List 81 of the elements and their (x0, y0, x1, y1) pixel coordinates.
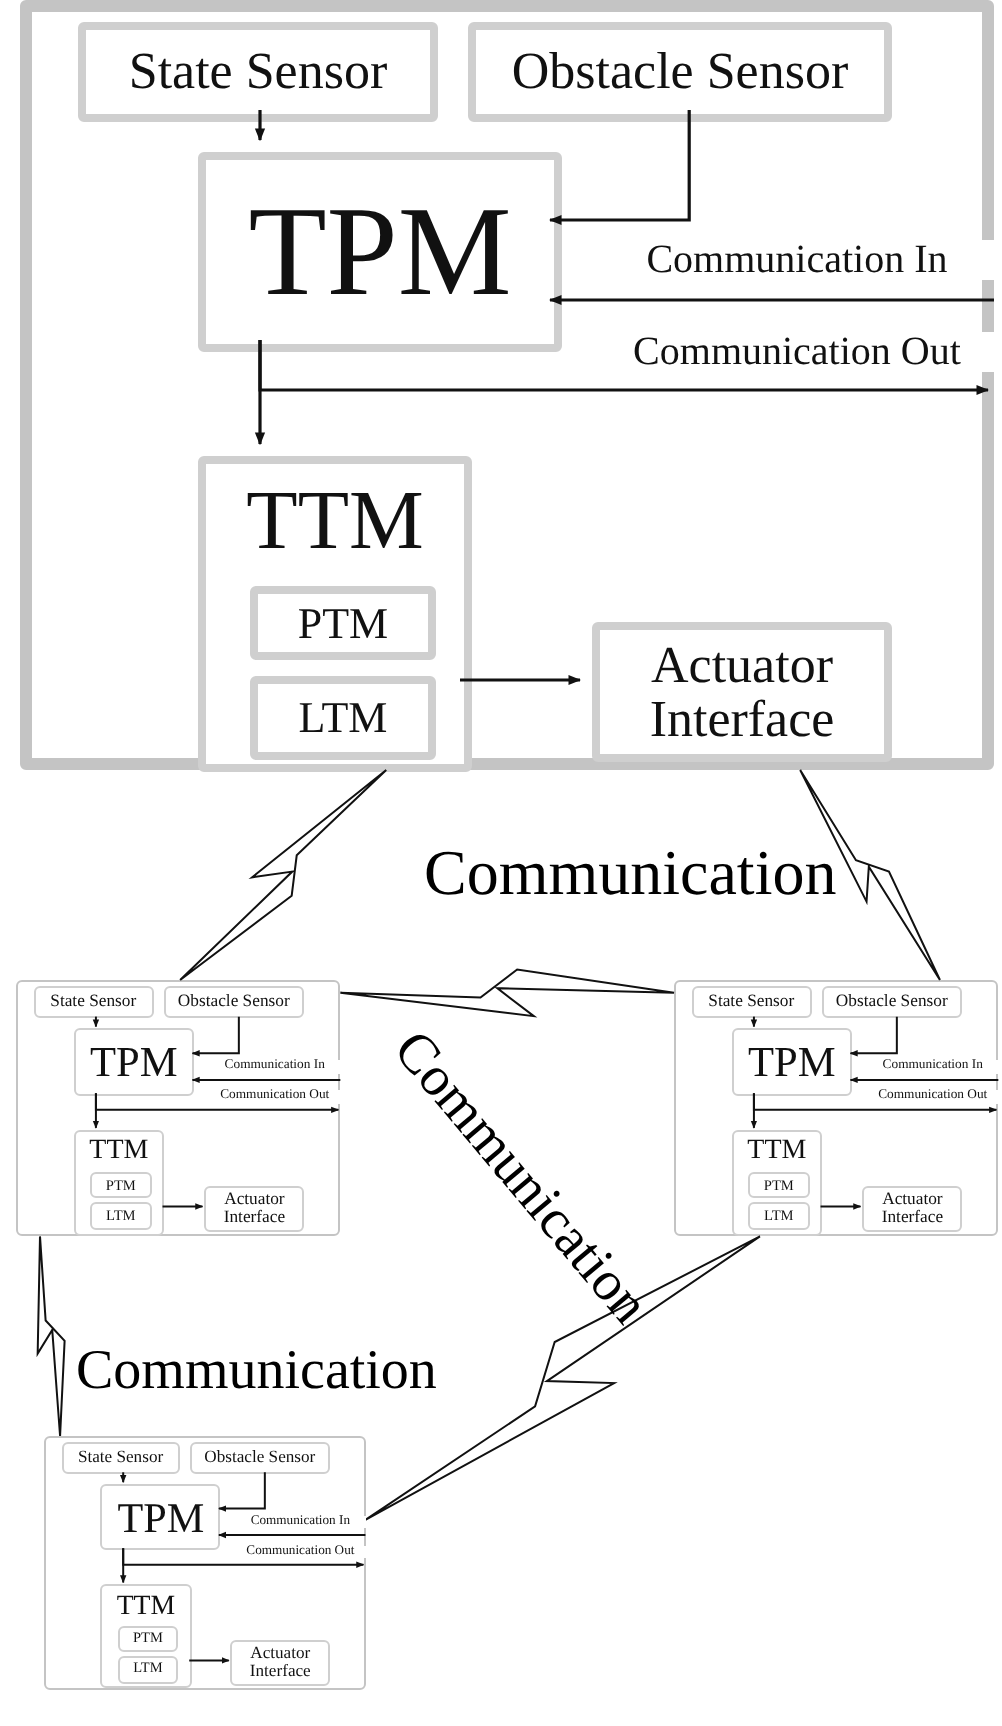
node-label: State Sensor (708, 992, 795, 1012)
interface-box (592, 622, 892, 762)
submodule-box (89, 1202, 152, 1231)
node-label: Obstacle Sensor (177, 992, 290, 1012)
module-box (198, 152, 562, 352)
sensor-box (691, 985, 812, 1019)
arrow (92, 1092, 100, 1129)
node-label: Actuator Interface (247, 1644, 313, 1681)
interface-box (230, 1639, 330, 1686)
arrow (188, 1657, 230, 1664)
arrow (254, 110, 266, 142)
submodule-box (747, 1172, 810, 1198)
arrow (161, 1203, 204, 1210)
submodule-box (250, 586, 436, 660)
module-title: TTM (114, 1591, 178, 1620)
arrow (819, 1203, 862, 1210)
module-box (198, 456, 472, 772)
lightning-link (36, 1235, 66, 1437)
arrow (191, 1015, 240, 1057)
arrow (460, 674, 582, 686)
interface-box (862, 1185, 963, 1232)
module-title: TTM (87, 1137, 151, 1166)
arrow (120, 1547, 127, 1584)
module-box (100, 1584, 192, 1689)
lightning-link (179, 769, 388, 981)
node-label: TPM (748, 1039, 836, 1085)
link-label: Communication (424, 840, 837, 904)
module-frame (674, 980, 999, 1237)
submodule-box (89, 1172, 152, 1198)
sensor-box (821, 985, 963, 1019)
module-frame (16, 980, 341, 1237)
arrow (548, 294, 994, 306)
sensor-box (33, 985, 154, 1019)
module-box (73, 1129, 165, 1236)
arrow (217, 1531, 367, 1539)
node-label: State Sensor (128, 44, 388, 100)
arrow (217, 1471, 266, 1512)
node-label: Obstacle Sensor (835, 992, 948, 1012)
arrow (849, 1015, 898, 1057)
arrow (254, 340, 266, 446)
sensor-box (61, 1441, 180, 1475)
submodule-box (117, 1626, 179, 1652)
node-label: State Sensor (77, 1448, 164, 1467)
arrow (191, 1076, 342, 1084)
interface-box (204, 1185, 305, 1232)
node-label: TPM (248, 184, 512, 320)
arrow (120, 1471, 127, 1484)
node-label: Actuator Interface (221, 1190, 288, 1227)
arrow (750, 1092, 758, 1129)
module-box (100, 1484, 221, 1551)
module-frame (20, 0, 994, 770)
node-label: Obstacle Sensor (204, 1448, 316, 1467)
module-box (731, 1028, 853, 1096)
link-label: Communication (76, 1344, 437, 1400)
node-label: Actuator Interface (647, 637, 837, 747)
arrow (750, 1015, 758, 1028)
sensor-box (78, 22, 438, 122)
module-title: TTM (244, 480, 426, 564)
lightning-link (339, 968, 675, 1018)
submodule-box (117, 1656, 179, 1685)
submodule-box (250, 676, 436, 760)
node-label: TPM (117, 1495, 205, 1540)
module-title: TTM (745, 1137, 809, 1166)
sensor-box (189, 1441, 330, 1475)
module-frame (44, 1436, 366, 1691)
lightning-link (364, 1235, 761, 1521)
node-label: Actuator Interface (879, 1190, 946, 1227)
arrow (849, 1076, 1000, 1084)
lightning-link (799, 769, 941, 981)
arrow (92, 1015, 100, 1028)
sensor-box (163, 985, 305, 1019)
node-label: State Sensor (50, 992, 137, 1012)
submodule-box (747, 1202, 810, 1231)
node-label: TPM (90, 1039, 178, 1085)
module-box (731, 1129, 823, 1236)
module-box (73, 1028, 195, 1096)
node-label: PTM (297, 599, 389, 647)
arrow (548, 110, 691, 226)
node-label: LTM (298, 694, 388, 742)
node-label: Obstacle Sensor (511, 44, 849, 100)
sensor-box (468, 22, 892, 122)
